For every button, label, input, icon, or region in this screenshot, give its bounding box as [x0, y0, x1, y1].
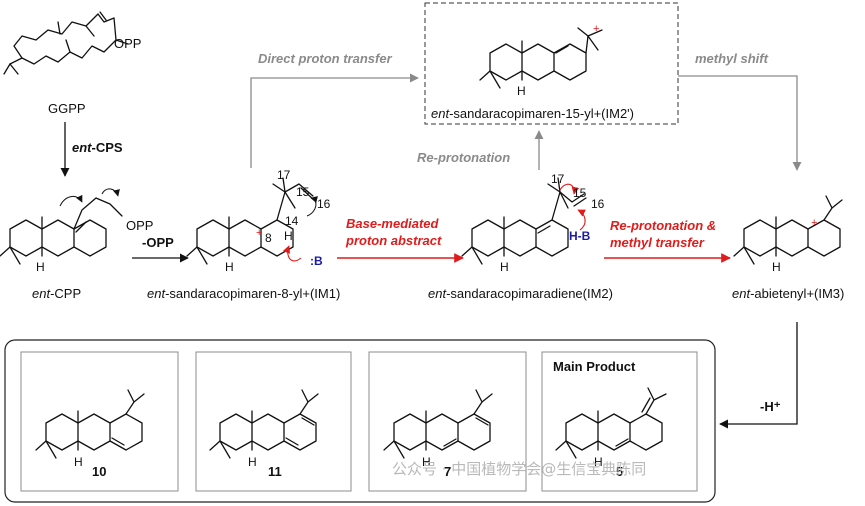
im3-structure [733, 195, 843, 265]
products-panel [4, 339, 716, 503]
product-11: H 11 [195, 351, 352, 492]
product-7: H 7 [368, 351, 527, 492]
im1-h14: H [284, 229, 293, 243]
cpp-label: ent-CPP [32, 286, 81, 301]
cpp-h-label: H [36, 260, 45, 274]
im2prime-structure [479, 27, 603, 89]
watermark-text: 公众号 · 中国植物学会@生信宝典陈同 [392, 460, 646, 478]
im1-c8: 8 [265, 231, 272, 245]
im1-c17: 17 [277, 168, 291, 182]
im1-cation: + [256, 227, 262, 239]
im1-structure [186, 177, 318, 265]
product-5: Main Product H 5 [541, 351, 698, 492]
product-10-id: 10 [92, 464, 106, 479]
reprot-methyl-line1: Re-protonation & [610, 218, 716, 233]
im2prime-h-label: H [517, 84, 526, 98]
im1-c14: 14 [285, 214, 299, 228]
im2prime-box [424, 2, 679, 125]
cps-label: ent-CPS [72, 140, 123, 155]
reprotonation-label: Re-protonation [417, 150, 510, 165]
product-5-id: 5 [616, 464, 623, 479]
reprot-methyl-line2: methyl transfer [610, 235, 705, 250]
product-10: H 10 [20, 351, 179, 492]
product-5-h: H [594, 455, 603, 469]
cpp-structure [0, 188, 123, 265]
im3-h-label: H [772, 260, 781, 274]
h-loss-arrow [719, 322, 798, 429]
h-loss-label: -H⁺ [760, 399, 781, 414]
im2-c15: 15 [573, 186, 587, 200]
im3-cation: + [811, 217, 817, 229]
ggpp-opp-label: OPP [114, 36, 141, 51]
im2prime-label: ent-sandaracopimaren-15-yl+(IM2') [431, 106, 634, 121]
methyl-shift-label: methyl shift [695, 51, 769, 66]
im2-structure [461, 177, 587, 265]
direct-transfer-label: Direct proton transfer [258, 51, 393, 66]
im1-h-label: H [225, 260, 234, 274]
product-7-h: H [422, 455, 431, 469]
im1-label: ent-sandaracopimaren-8-yl+(IM1) [147, 286, 340, 301]
ggpp-structure [3, 11, 129, 75]
base-mediated-line2: proton abstract [345, 233, 442, 248]
product-10-h: H [74, 455, 83, 469]
im2-c16: 16 [591, 197, 605, 211]
im2-label: ent-sandaracopimaradiene(IM2) [428, 286, 613, 301]
methyl-shift-arrow [678, 75, 802, 171]
im1-c15: 15 [296, 185, 310, 199]
im2-hb: H-B [569, 229, 591, 243]
direct-transfer-arrow [250, 73, 419, 168]
im1-c16: 16 [317, 197, 331, 211]
opp-loss-label: -OPP [142, 235, 174, 250]
im2prime-cation: + [593, 23, 599, 35]
cpp-opp-label: OPP [126, 218, 153, 233]
product-11-h: H [248, 455, 257, 469]
im2-h-label: H [500, 260, 509, 274]
im2-c17: 17 [551, 172, 565, 186]
im1-base: :B [310, 254, 323, 268]
im3-label: ent-abietenyl+(IM3) [732, 286, 844, 301]
ggpp-label: GGPP [48, 101, 86, 116]
product-11-id: 11 [268, 464, 282, 479]
base-mediated-line1: Base-mediated [346, 216, 440, 231]
product-7-id: 7 [444, 464, 451, 479]
main-product-label: Main Product [553, 359, 636, 374]
